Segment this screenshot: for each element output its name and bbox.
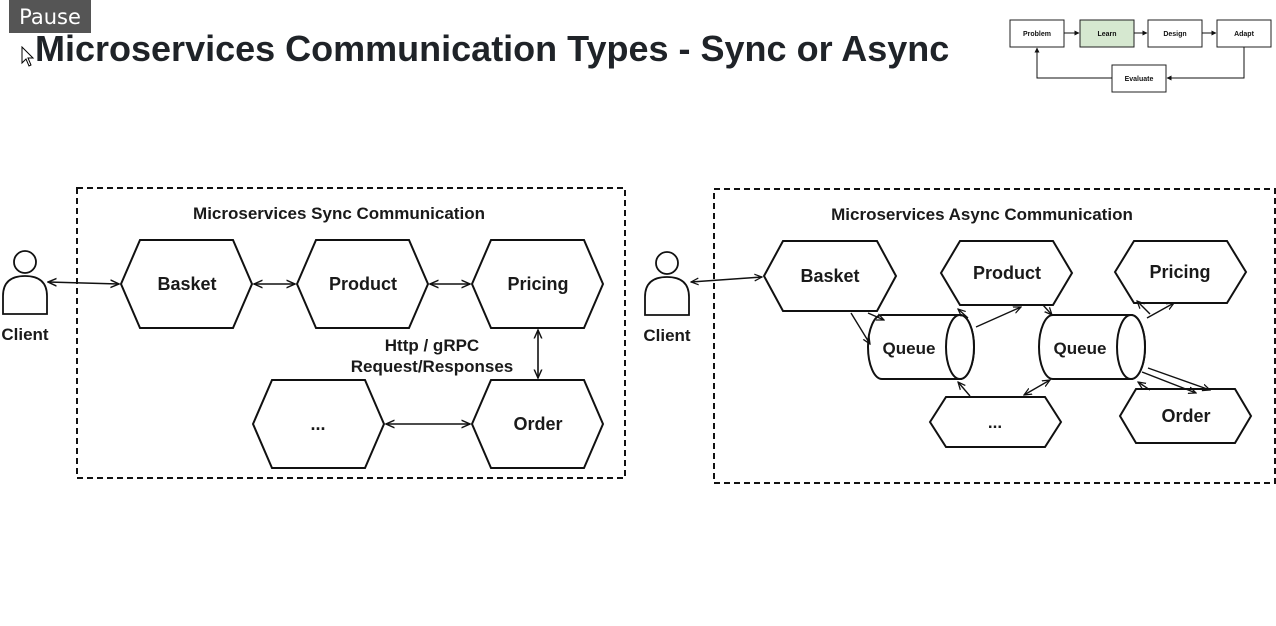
- flow-step-design: Design: [1147, 19, 1203, 48]
- person-icon: [644, 251, 690, 316]
- sync-order-service: Order: [470, 379, 605, 469]
- async-arrows: [691, 277, 1210, 397]
- flow-step-problem: Problem: [1009, 19, 1065, 48]
- async-order-service: Order: [1118, 388, 1253, 444]
- sync-product-service: Product: [295, 239, 430, 329]
- async-pricing-service: Pricing: [1113, 240, 1248, 304]
- svg-text:Basket: Basket: [800, 266, 859, 286]
- svg-text:Product: Product: [973, 263, 1041, 283]
- async-more-service: ...: [928, 396, 1063, 448]
- svg-text:Adapt: Adapt: [1234, 31, 1255, 38]
- async-panel-title: Microservices Async Communication: [831, 205, 1133, 224]
- sync-protocol-label: Http / gRPC Request/Responses: [351, 336, 514, 376]
- svg-text:Queue: Queue: [883, 339, 936, 358]
- flow-arrows: [1034, 30, 1245, 81]
- process-flow-diagram: Problem Learn Design Adapt Evaluate: [1009, 19, 1272, 93]
- async-panel: Microservices Async Communication Client…: [643, 188, 1276, 484]
- sync-basket-service: Basket: [119, 239, 254, 329]
- async-basket-service: Basket: [762, 240, 898, 312]
- svg-text:Order: Order: [513, 414, 562, 434]
- async-client-label: Client: [643, 326, 691, 345]
- svg-text:Pricing: Pricing: [507, 274, 568, 294]
- sync-client: Client: [1, 250, 49, 344]
- svg-text:Queue: Queue: [1054, 339, 1107, 358]
- sync-more-service: ...: [251, 379, 386, 469]
- sync-pricing-service: Pricing: [470, 239, 605, 329]
- svg-text:Http / gRPC: Http / gRPC: [385, 336, 479, 355]
- svg-text:Basket: Basket: [157, 274, 216, 294]
- sync-client-label: Client: [1, 325, 49, 344]
- svg-text:Order: Order: [1161, 406, 1210, 426]
- svg-text:Request/Responses: Request/Responses: [351, 357, 514, 376]
- sync-panel: Microservices Sync Communication Client …: [1, 187, 626, 479]
- svg-text:Design: Design: [1163, 31, 1186, 38]
- async-queue-2: Queue: [1038, 314, 1146, 380]
- svg-text:Problem: Problem: [1023, 31, 1051, 38]
- flow-step-learn: Learn: [1079, 19, 1135, 48]
- svg-text:Pricing: Pricing: [1149, 262, 1210, 282]
- sync-arrows: [48, 282, 538, 424]
- svg-text:Evaluate: Evaluate: [1125, 76, 1154, 83]
- person-icon: [2, 250, 48, 315]
- svg-text:Product: Product: [329, 274, 397, 294]
- page-title: Microservices Communication Types - Sync…: [35, 28, 950, 69]
- svg-text:Learn: Learn: [1097, 31, 1116, 38]
- sync-panel-title: Microservices Sync Communication: [193, 204, 485, 223]
- flow-step-evaluate: Evaluate: [1111, 64, 1167, 93]
- mouse-cursor-icon: [21, 46, 35, 67]
- svg-text:...: ...: [988, 413, 1002, 432]
- pause-button[interactable]: Pause: [9, 0, 91, 33]
- async-queue-1: Queue: [867, 314, 975, 380]
- async-product-service: Product: [939, 240, 1074, 306]
- async-client: Client: [643, 251, 691, 345]
- svg-text:...: ...: [310, 414, 325, 434]
